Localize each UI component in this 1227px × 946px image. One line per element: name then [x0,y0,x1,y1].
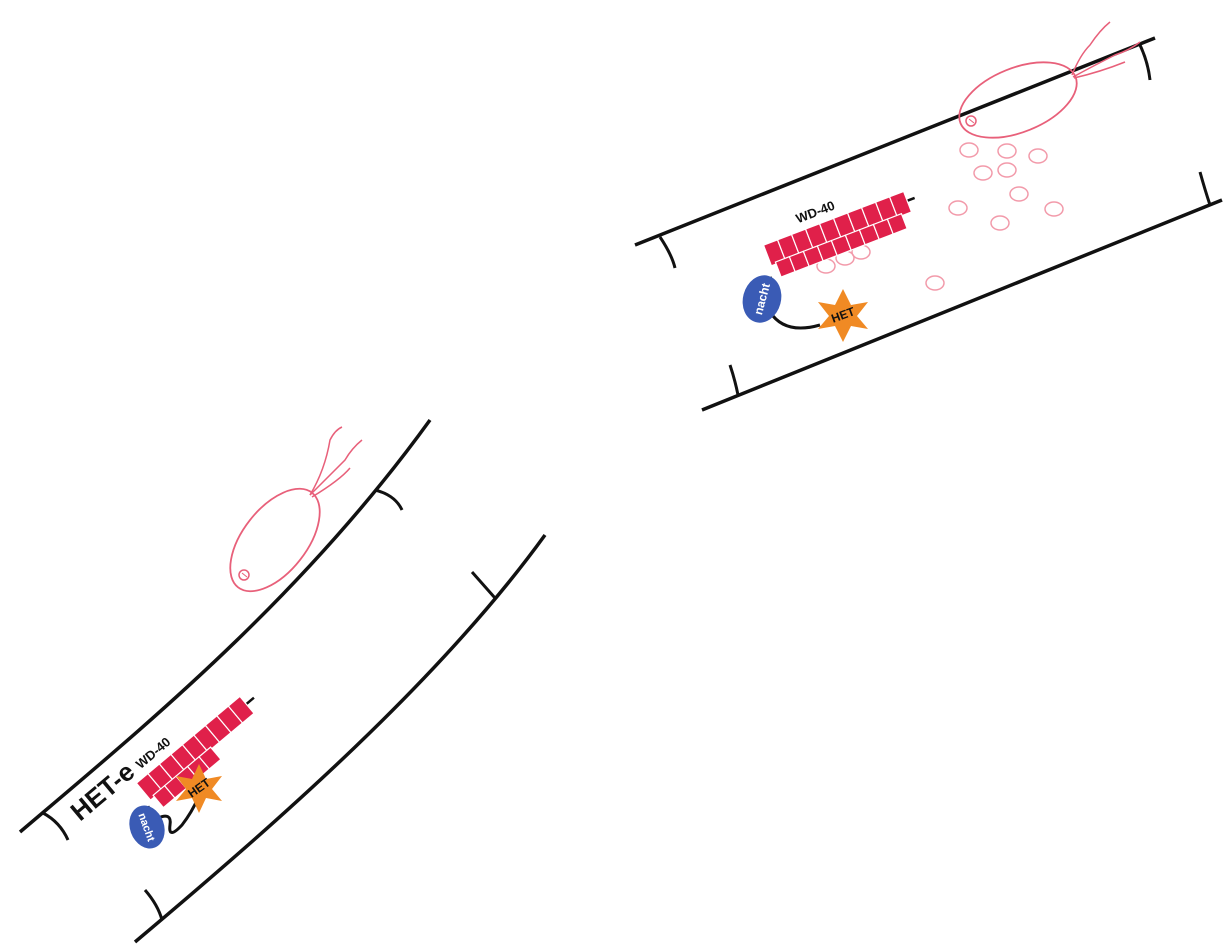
vesicle [997,162,1017,178]
septum-mark [1198,171,1212,206]
septum-mark [728,364,740,396]
vesicle [925,275,945,291]
bacterium [958,21,1141,139]
vesicle [1028,148,1048,164]
het-domain: HET [818,289,868,342]
vesicle [997,143,1017,159]
septum-mark [470,571,497,599]
wd40-domain: WD-40 [762,190,916,278]
hypha-upper-wall [18,418,432,834]
septum-mark [143,889,164,921]
vesicle [990,215,1010,231]
het-domain: HET [176,764,222,813]
vesicle [948,200,968,216]
hypha-upper-wall [634,36,1156,247]
septum-mark [658,236,677,269]
vesicle [1044,201,1064,217]
bacterium [229,426,363,593]
vesicle [959,142,979,158]
hypha-lower-wall [701,198,1223,412]
panel-upper-right: WD-40 nacht HET [634,21,1223,412]
septum-mark [1138,44,1152,81]
septum-mark [42,811,70,841]
vesicle [973,165,993,181]
nacht-domain: nacht [742,275,782,323]
panel-lower-left: HET-e WD-40 [18,418,547,944]
nacht-domain: nacht [129,805,165,849]
gene-label: HET-e [65,756,141,826]
hypha-lower-wall [133,533,547,944]
septum-mark [374,488,404,511]
vesicle [1009,186,1029,202]
